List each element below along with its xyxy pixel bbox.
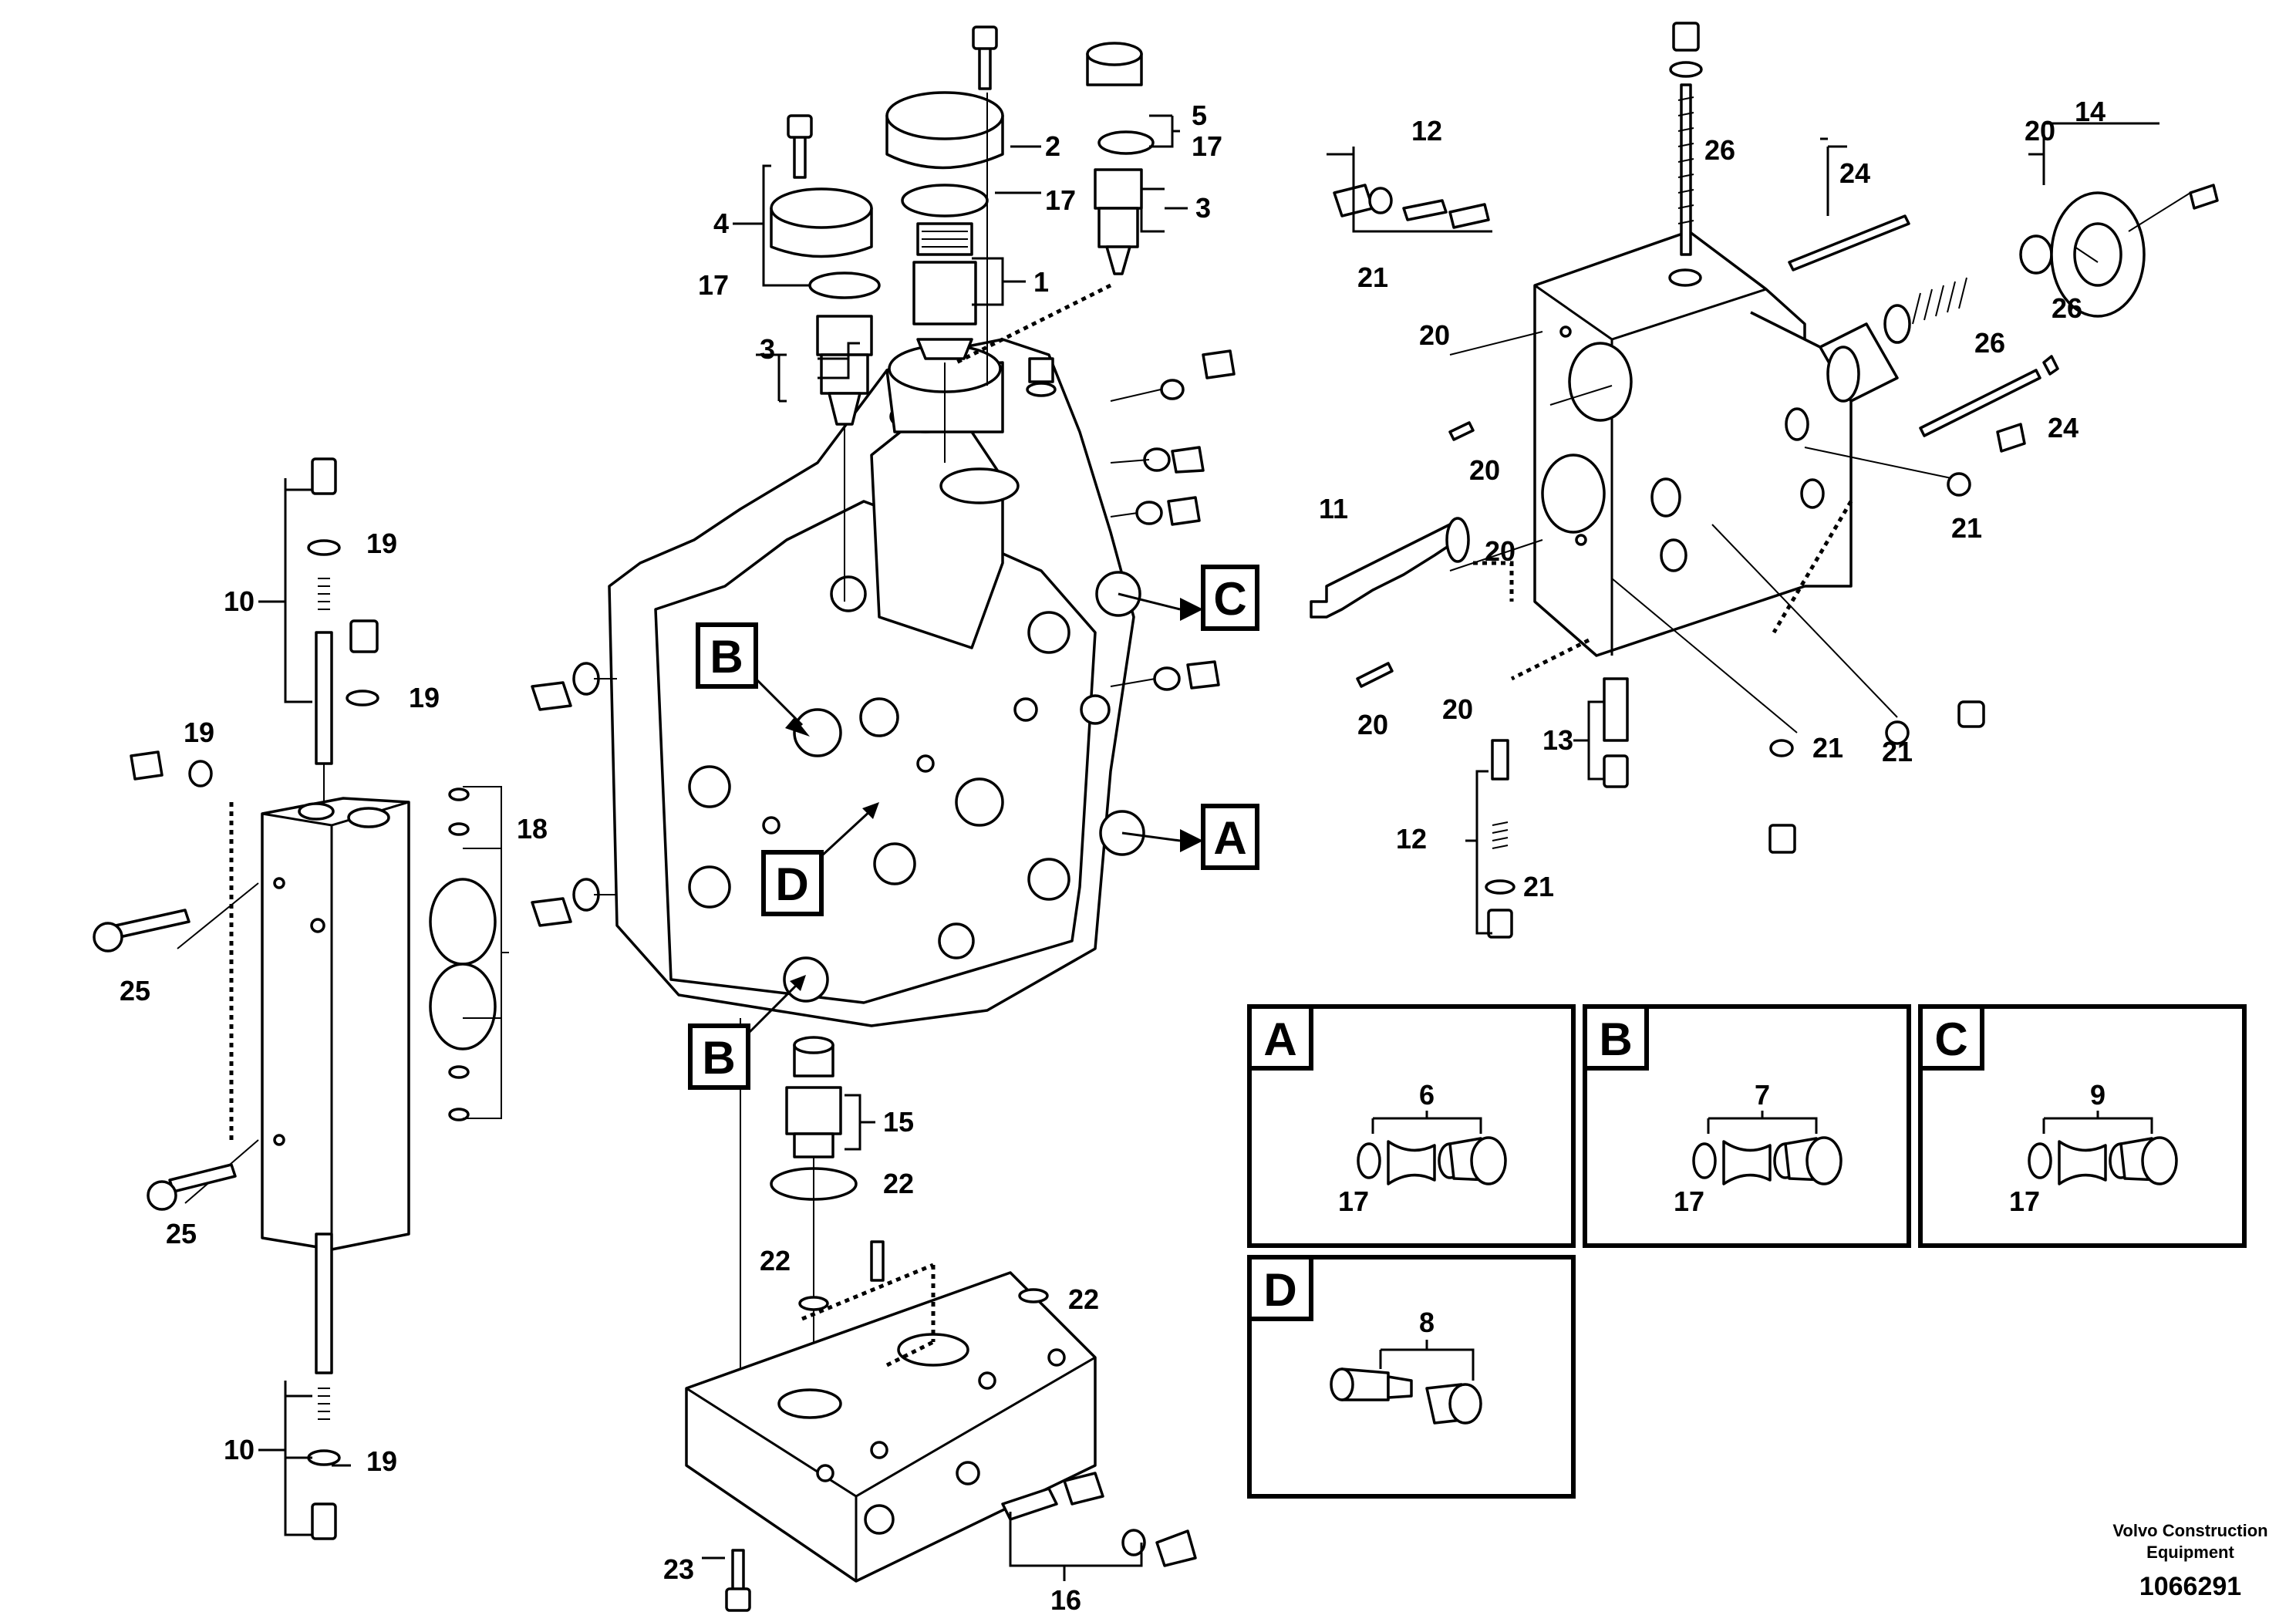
callout-18: 18 (517, 813, 548, 845)
callout-17-top-center: 17 (1045, 184, 1076, 216)
callout-19-b: 19 (409, 682, 440, 713)
callout-20-d: 20 (1357, 709, 1388, 740)
callout-22-c: 22 (1068, 1283, 1099, 1315)
detail-view-c-letter: C (1934, 1013, 1967, 1065)
callout-19-c: 19 (184, 717, 214, 748)
body-side-plugs (531, 349, 1236, 927)
callout-3-left: 3 (760, 333, 775, 365)
callout-26-a: 26 (1704, 134, 1735, 166)
view-marker-b-bottom: B (688, 975, 806, 1090)
callout-24-b: 24 (2048, 412, 2079, 443)
view-marker-d-label: D (775, 858, 808, 910)
callout-23: 23 (663, 1553, 694, 1585)
view-marker-a-label: A (1213, 812, 1246, 864)
view-marker-b-bottom-label: B (702, 1032, 735, 1084)
callout-21-e: 21 (1523, 871, 1554, 902)
left-valve-block (93, 750, 509, 1251)
callout-17-top-right: 17 (1192, 130, 1222, 162)
callout-4: 4 (713, 207, 729, 239)
callout-15: 15 (883, 1106, 914, 1138)
view-marker-b-top: B (696, 622, 810, 737)
top-components (770, 25, 1155, 602)
callout-22-a: 22 (883, 1168, 914, 1199)
callout-16: 16 (1050, 1584, 1081, 1616)
view-marker-a: A (1121, 804, 1259, 870)
detail-view-d-part-label: 8 (1419, 1307, 1435, 1338)
detail-view-a-part-label: 6 (1419, 1079, 1435, 1111)
detail-view-c-seal-label: 17 (2009, 1185, 2040, 1217)
detail-view-d-letter: D (1263, 1264, 1296, 1316)
callout-5: 5 (1192, 99, 1207, 131)
detail-view-c: C 9 17 (1918, 1004, 2247, 1248)
callout-21-b: 21 (1951, 512, 1982, 544)
callout-1: 1 (1033, 266, 1049, 298)
callout-3-right: 3 (1195, 192, 1211, 224)
detail-view-a-seal-label: 17 (1338, 1185, 1369, 1217)
callout-20-e: 20 (1442, 693, 1473, 725)
callout-21-d: 21 (1882, 736, 1913, 767)
callout-21-c: 21 (1812, 732, 1843, 764)
detail-view-c-part-label: 9 (2090, 1079, 2106, 1111)
callout-25-b: 25 (166, 1218, 197, 1249)
callout-26-b: 26 (1974, 327, 2005, 359)
callout-17-left: 17 (698, 269, 729, 301)
main-valve-body (608, 338, 1145, 1027)
callout-26-c: 26 (2052, 292, 2082, 324)
callout-20-c: 20 (1485, 535, 1515, 567)
detail-view-b-seal-label: 17 (1674, 1185, 1704, 1217)
view-marker-d: D (761, 802, 879, 916)
view-marker-b-top-label: B (710, 631, 743, 683)
left-upper-relief-stack (307, 457, 379, 802)
callout-21-a: 21 (1357, 261, 1388, 293)
right-valve-block (1449, 230, 1952, 733)
left-lower-relief-stack (307, 1233, 341, 1540)
company-name-line2: Equipment (2146, 1543, 2234, 1562)
callout-11: 11 (1319, 493, 1348, 524)
detail-view-b-part-label: 7 (1755, 1079, 1770, 1111)
leader-lines (258, 114, 2159, 1581)
callout-12-upper: 12 (1411, 115, 1442, 147)
right-components (1310, 22, 2219, 939)
callout-22-b: 22 (760, 1245, 791, 1276)
drawing-number: 1066291 (2139, 1572, 2241, 1601)
detail-view-a-letter: A (1263, 1013, 1296, 1065)
company-name-line1: Volvo Construction (2112, 1521, 2267, 1540)
callout-19-d: 19 (366, 1445, 397, 1477)
detail-view-d: D 8 (1247, 1255, 1576, 1499)
callout-20-f: 20 (2025, 115, 2055, 147)
view-marker-c-label: C (1213, 573, 1246, 625)
detail-view-b-letter: B (1599, 1013, 1632, 1065)
callout-20-b: 20 (1469, 454, 1500, 486)
footer-block: Volvo Construction Equipment 1066291 (2112, 1521, 2267, 1601)
callout-2: 2 (1045, 130, 1060, 162)
detail-view-b: B 7 17 (1583, 1004, 1911, 1248)
detail-view-a: A 6 17 (1247, 1004, 1576, 1248)
callout-labels: 1 2 3 3 4 5 10 10 11 12 12 13 14 15 16 1… (120, 96, 2106, 1616)
view-marker-c: C (1118, 565, 1259, 631)
callout-24-a: 24 (1839, 157, 1870, 189)
callout-10-lower: 10 (224, 1434, 255, 1465)
callout-25-a: 25 (120, 975, 150, 1007)
callout-12-lower: 12 (1396, 823, 1427, 855)
callout-20-a: 20 (1419, 319, 1450, 351)
callout-10-upper: 10 (224, 585, 255, 617)
callout-14: 14 (2075, 96, 2106, 127)
callout-13: 13 (1542, 724, 1573, 756)
bottom-components (685, 1018, 1197, 1612)
callout-19-a: 19 (366, 528, 397, 559)
